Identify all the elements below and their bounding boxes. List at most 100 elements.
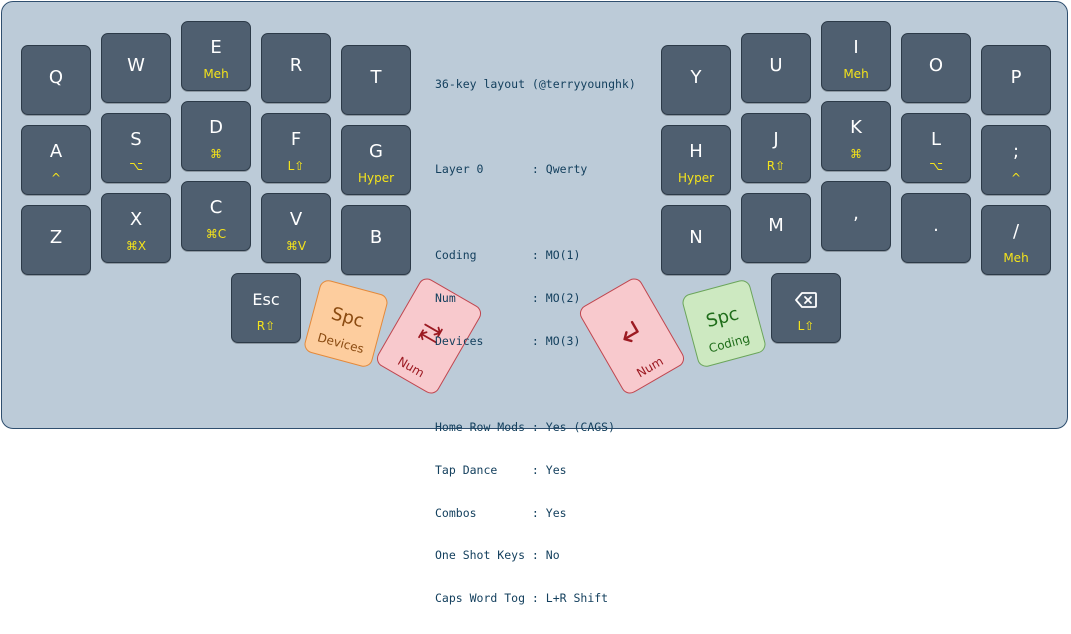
hold-label: Hyper [677, 171, 715, 185]
key-b: B [341, 205, 411, 275]
key-label: G [369, 141, 383, 162]
layout-info: 36-key layout (@terryyounghk) Layer 0 : … [435, 48, 665, 634]
key-s: S⌥ [101, 113, 171, 183]
info-line: One Shot Keys : No [435, 548, 560, 563]
key-k: K⌘ [821, 101, 891, 171]
hold-label: R⇧ [766, 159, 786, 173]
hold-label: ⌘V [285, 239, 307, 253]
key-label: X [129, 209, 143, 230]
key-q: Q [21, 45, 91, 115]
key-label: J [773, 129, 779, 150]
key-label: / [1012, 221, 1020, 242]
hold-label: ⌘ [210, 147, 222, 161]
key-enter-num: Num [576, 275, 688, 397]
key-label: B [369, 227, 383, 248]
info-line: Num : MO(2) [435, 291, 581, 306]
key-label: F [290, 129, 302, 150]
hold-label: ^ [1010, 171, 1022, 185]
key-backspace: L⇧ [771, 273, 841, 343]
tab-icon [395, 306, 466, 361]
key-label: N [689, 227, 703, 248]
hold-label: ⌥ [129, 159, 143, 173]
info-line: Layer 0 : Qwerty [435, 162, 588, 177]
info-line: Home Row Mods : Yes (CAGS) [435, 419, 616, 434]
key-o: O [901, 33, 971, 103]
key-label: Y [690, 67, 702, 88]
key-label: D [209, 117, 223, 138]
key-f: F L⇧ [261, 113, 331, 183]
info-line [435, 377, 665, 391]
key-label: L [930, 129, 942, 150]
key-i: I Meh [821, 21, 891, 91]
key-p: P [981, 45, 1051, 115]
key-t: T [341, 45, 411, 115]
key-w: W [101, 33, 171, 103]
key-z: Z [21, 205, 91, 275]
hold-label: ⌘X [125, 239, 147, 253]
key-u: U [741, 33, 811, 103]
info-line: Caps Word Tog : L+R Shift [435, 591, 609, 606]
key-label: O [928, 55, 944, 76]
key-label: E [210, 37, 222, 58]
backspace-icon [772, 292, 840, 308]
hold-label: Meh [203, 67, 229, 81]
hold-label: L⇧ [797, 319, 815, 333]
hold-label: Meh [1003, 251, 1029, 265]
info-line [435, 119, 665, 133]
info-line: Tap Dance : Yes [435, 462, 567, 477]
key-slash: / Meh [981, 205, 1051, 275]
key-h: H Hyper [661, 125, 731, 195]
key-a: A^ [21, 125, 91, 195]
key-r: R [261, 33, 331, 103]
hold-label: ⌘C [205, 227, 227, 241]
key-j: J R⇧ [741, 113, 811, 183]
key-v: V ⌘V [261, 193, 331, 263]
info-line: Devices : MO(3) [435, 333, 581, 348]
key-label: I [853, 37, 859, 58]
key-label: Esc [252, 290, 280, 309]
info-line: Combos : Yes [435, 505, 567, 520]
key-label: Q [48, 67, 64, 88]
key-label: K [850, 117, 862, 138]
key-c: C ⌘C [181, 181, 251, 251]
key-e: E Meh [181, 21, 251, 91]
key-y: Y [661, 45, 731, 115]
key-label: A [49, 141, 63, 162]
key-x: X ⌘X [101, 193, 171, 263]
key-d: D⌘ [181, 101, 251, 171]
info-line [435, 205, 665, 219]
key-n: N [661, 205, 731, 275]
key-label: V [289, 209, 303, 230]
key-label: P [1010, 67, 1022, 88]
key-tab-num: Num [373, 275, 485, 397]
enter-icon [595, 306, 666, 361]
key-period: . [901, 193, 971, 263]
key-label: U [769, 55, 783, 76]
hold-label: ^ [50, 171, 62, 185]
key-label: R [289, 55, 303, 76]
hold-label: R⇧ [256, 319, 276, 333]
key-label: T [370, 67, 382, 88]
hold-label: L⇧ [287, 159, 305, 173]
key-label: C [209, 197, 223, 218]
key-space-coding: Spc Coding [680, 278, 768, 369]
key-label: M [768, 215, 784, 236]
info-title: 36-key layout (@terryyounghk) [435, 76, 636, 91]
hold-label: ⌥ [929, 159, 943, 173]
info-line: Coding : MO(1) [435, 248, 581, 263]
key-comma: , [821, 181, 891, 251]
key-label: H [689, 141, 703, 162]
key-label: , [853, 203, 859, 224]
key-m: M [741, 193, 811, 263]
key-label: S [130, 129, 142, 150]
key-label: Z [49, 227, 63, 248]
key-l: L⌥ [901, 113, 971, 183]
key-label: ; [1012, 141, 1020, 162]
hold-label: Meh [843, 67, 869, 81]
key-semicolon: ;^ [981, 125, 1051, 195]
key-label: . [933, 215, 939, 236]
key-label: W [127, 55, 145, 76]
